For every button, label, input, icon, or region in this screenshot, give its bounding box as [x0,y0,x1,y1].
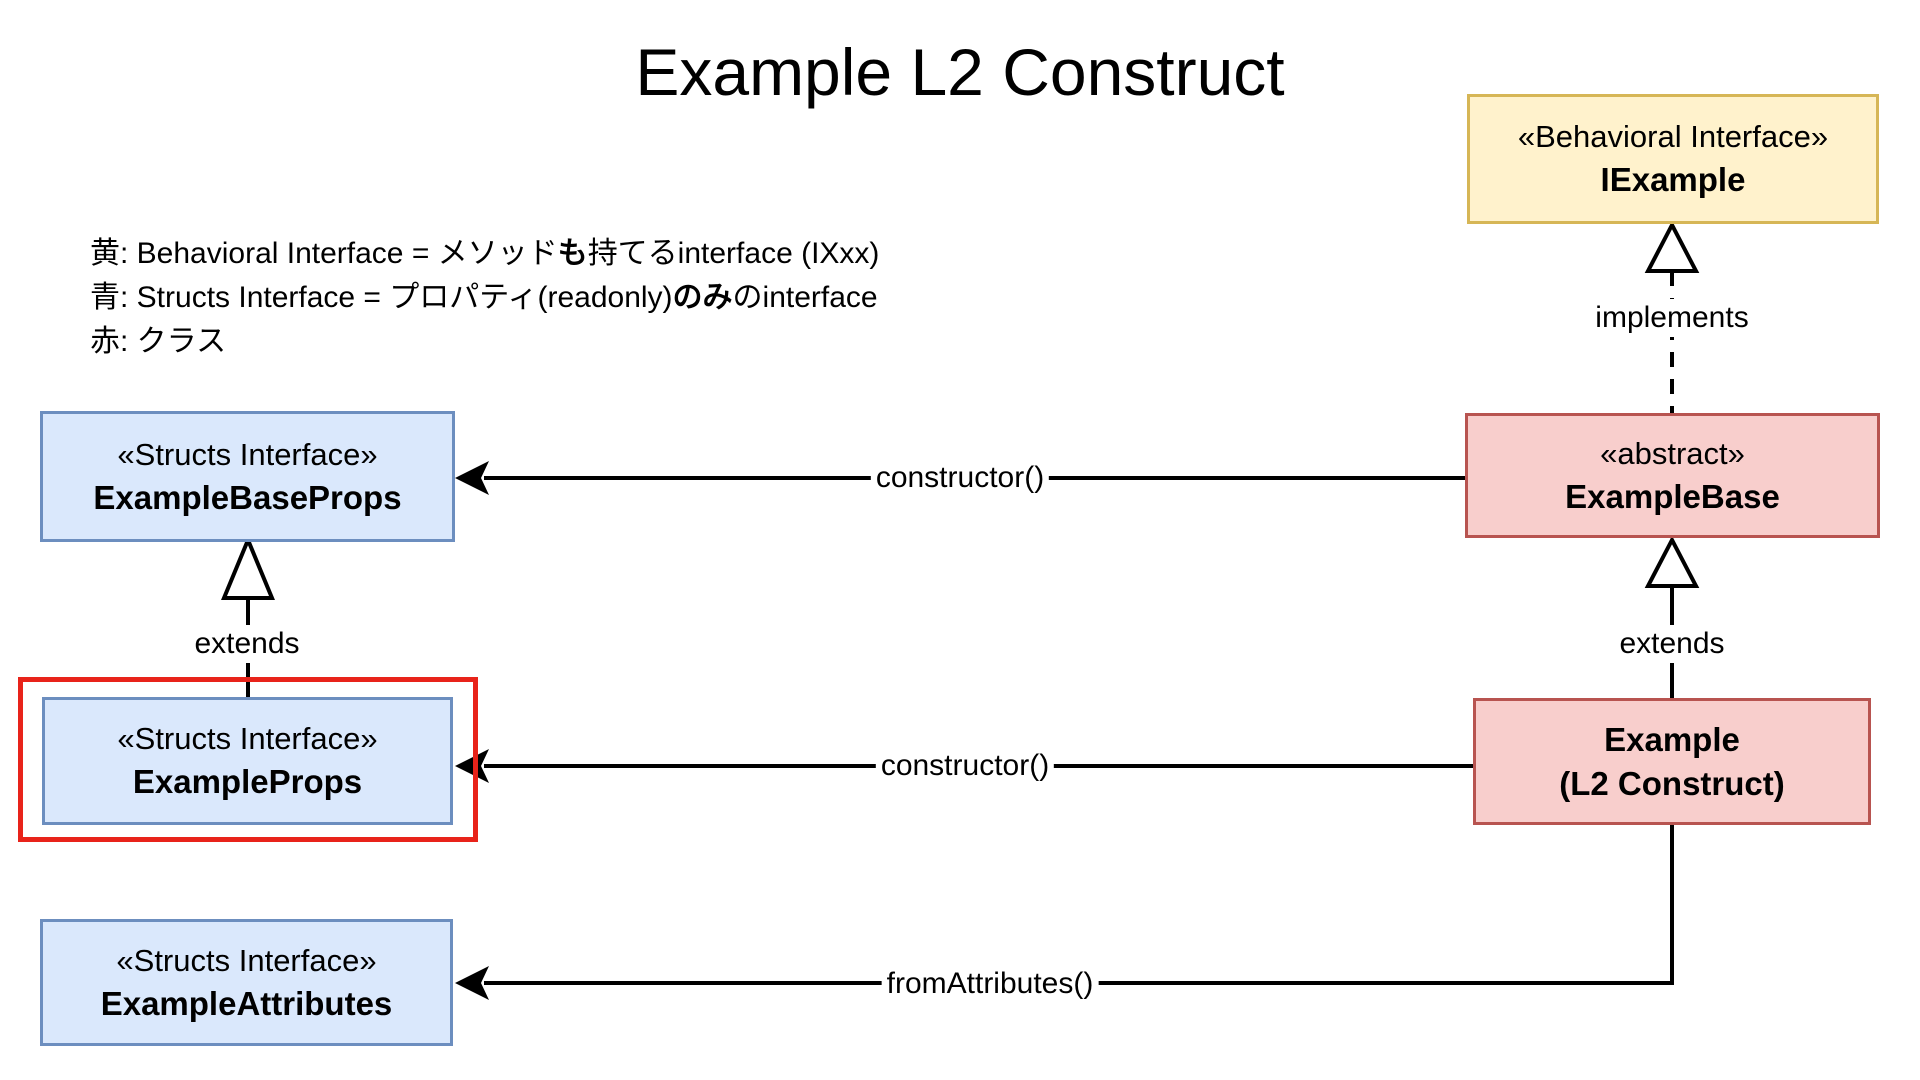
legend-text-bold: も [557,237,588,270]
extends-right-hollow-triangle-icon [1644,535,1700,588]
class-name: IExample [1600,161,1746,198]
legend-text: 青: Structs Interface = プロパティ(readonly) [90,281,673,314]
class-box-examplebaseprops: «Structs Interface» ExampleBaseProps [40,411,455,542]
fromattributes-arrowhead-icon [455,966,489,1000]
legend-text: 持てるinterface (IXxx) [587,237,880,270]
class-name: ExampleBase [1565,477,1780,515]
fromattributes-edge-label: fromAttributes() [881,965,1099,1003]
stereotype-label: «Structs Interface» [117,721,378,756]
red-highlight-rectangle [18,677,478,842]
class-box-iexample: «Behavioral Interface» IExample [1467,94,1879,224]
legend-line-structs: 青: Structs Interface = プロパティ(readonly)のみ… [90,276,879,320]
implements-edge-label: implements [1590,299,1754,337]
class-box-exampleattributes: «Structs Interface» ExampleAttributes [40,919,453,1046]
stereotype-label: «abstract» [1600,435,1745,471]
class-name: ExampleBaseProps [93,478,402,516]
legend-text: 赤: クラス [90,325,227,358]
fromattributes-edge [484,825,1674,985]
class-name: Example [1604,720,1740,758]
constructor-top-edge-label: constructor() [870,459,1050,497]
extends-left-hollow-triangle-icon [221,534,275,600]
constructor-top-arrowhead-icon [455,461,489,495]
class-name: ExampleProps [132,763,363,800]
extends-right-edge-label: extends [1614,625,1730,663]
class-box-examplebase: «abstract» ExampleBase [1465,413,1880,538]
class-name-subtitle: (L2 Construct) [1559,764,1785,802]
constructor-bottom-edge-label: constructor() [875,747,1055,785]
legend-line-behavioral: 黄: Behavioral Interface = メソッドも持てるinterf… [90,232,879,276]
class-box-example: Example (L2 Construct) [1473,698,1871,825]
legend-text: のinterface [732,281,878,314]
extends-left-edge-label: extends [189,625,305,663]
legend-line-class: 赤: クラス [90,320,879,364]
diagram-title: Example L2 Construct [635,35,1285,109]
class-name: ExampleAttributes [100,984,393,1022]
stereotype-label: «Structs Interface» [117,436,378,472]
color-legend: 黄: Behavioral Interface = メソッドも持てるinterf… [90,232,879,364]
legend-text: 黄: Behavioral Interface = メソッド [90,237,558,270]
implements-hollow-triangle-icon [1644,220,1700,273]
legend-text-bold: のみ [672,281,733,314]
stereotype-label: «Behavioral Interface» [1517,119,1829,154]
class-box-exampleprops: «Structs Interface» ExampleProps [42,697,453,825]
stereotype-label: «Structs Interface» [116,942,377,978]
